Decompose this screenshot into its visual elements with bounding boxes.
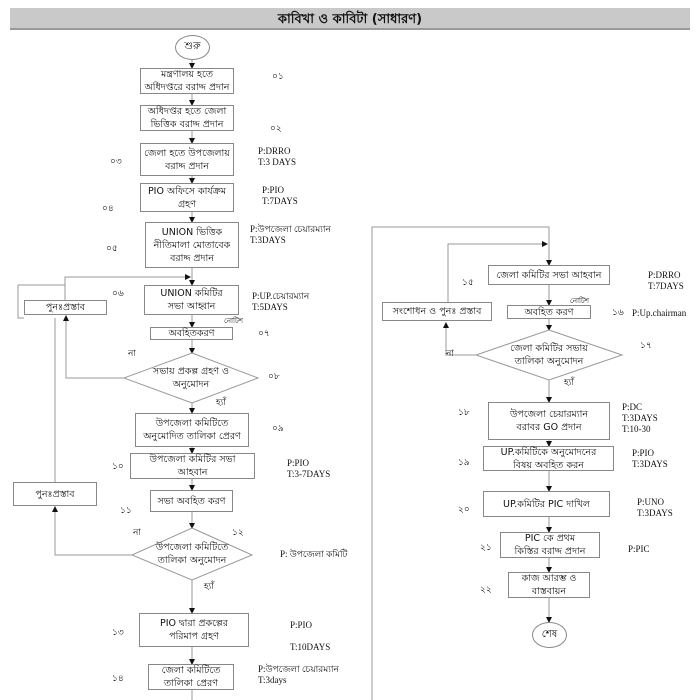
no-label: না bbox=[446, 349, 454, 359]
step-number: ০৮ bbox=[268, 372, 280, 382]
step-number: ১০ bbox=[112, 462, 124, 472]
no-label: না bbox=[128, 349, 136, 359]
step-number: ১৮ bbox=[458, 408, 470, 418]
step-number: ০৬ bbox=[112, 289, 124, 299]
step-13: PIO দ্বারা প্রকল্পের পরিমাপ গ্রহণ bbox=[139, 613, 249, 647]
yes-label: হ্যাঁ bbox=[564, 378, 574, 388]
reproposal-box-2: পুনঃপ্রস্তাব bbox=[13, 482, 97, 506]
step-10: উপজেলা কমিটির সভা আহবান bbox=[130, 453, 255, 479]
decision-17: জেলা কমিটির সভায় তালিকা অনুমোদন bbox=[510, 343, 588, 367]
step-info: P:DC T:3DAYS T:10-30 bbox=[622, 402, 658, 434]
revise-reproposal-box: সংশোধন ও পুনঃ প্রস্তাব bbox=[382, 302, 492, 321]
step-info: P:DRRO T:7DAYS bbox=[648, 270, 684, 291]
step-20: UP.কমিটির PIC দাখিল bbox=[483, 491, 610, 517]
step-14: জেলা কমিটিতে তালিকা প্রেরণ bbox=[148, 664, 234, 690]
step-number: ২২ bbox=[480, 585, 492, 595]
no-label: না bbox=[133, 528, 141, 538]
step-info: P:উপজেলা চেয়ারম্যান T:3days bbox=[258, 664, 339, 685]
step-21: PIC কে প্রথম কিস্তির বরাদ্দ প্রদান bbox=[500, 532, 600, 558]
step-04: PIO অফিসে কার্যক্রম গ্রহণ bbox=[140, 183, 234, 212]
step-15: জেলা কমিটির সভা আহবান bbox=[488, 265, 610, 285]
step-number: ২০ bbox=[458, 505, 470, 515]
end-node: শেষ bbox=[532, 622, 567, 648]
step-03: জেলা হতে উপজেলায় বরাদ্দ প্রদান bbox=[140, 143, 234, 176]
step-number: ১২ bbox=[232, 528, 244, 538]
page-title: কাবিখা ও কাবিটা (সাধারণ) bbox=[277, 12, 423, 27]
step-number: ১৬ bbox=[612, 308, 624, 318]
step-number: ২১ bbox=[480, 543, 492, 553]
step-number: ১৫ bbox=[462, 278, 474, 288]
step-info: P:UNO T:3DAYS bbox=[637, 497, 673, 518]
step-07: অবহিতকরণ bbox=[150, 327, 233, 340]
step-02: অধিদপ্তর হতে জেলা ভিত্তিক বরাদ্দ প্রদান bbox=[140, 105, 234, 131]
step-info: P:উপজেলা চেয়ারম্যান T:3DAYS bbox=[250, 224, 331, 245]
reproposal-box-1: পুনঃপ্রস্তাব bbox=[24, 300, 107, 315]
step-11: সভা অবহিত করণ bbox=[150, 490, 233, 512]
step-info: P:PIC bbox=[628, 544, 650, 554]
step-number: ০৩ bbox=[110, 157, 122, 167]
step-number: ১৩ bbox=[112, 628, 124, 638]
step-info: P:Up.chairman bbox=[632, 308, 687, 318]
notice-label: নোটিশ bbox=[224, 317, 244, 325]
step-info: P: উপজেলা কমিটি bbox=[280, 549, 348, 559]
step-18: উপজেলা চেয়ারম্যান বরাবর GO প্রদান bbox=[488, 402, 610, 440]
step-06: UNION কমিটির সভা আহ্বান bbox=[144, 285, 239, 315]
step-number: ০৫ bbox=[106, 244, 118, 254]
yes-label: হ্যাঁ bbox=[216, 398, 226, 408]
decision-08: সভায় প্রকল্প গ্রহণ ও অনুমোদন bbox=[152, 366, 230, 390]
step-info: P:PIO T:10DAYS bbox=[290, 620, 331, 652]
step-22: কাজ আরম্ভ ও বাস্তবায়ন bbox=[508, 572, 590, 598]
step-number: ১১ bbox=[120, 506, 132, 516]
step-number: ১৯ bbox=[458, 458, 470, 468]
notice-label: নোটিশ bbox=[570, 297, 590, 305]
step-info: P:UP.চেয়ারম্যান T:5DAYS bbox=[252, 291, 310, 312]
step-number: ০৭ bbox=[258, 329, 270, 339]
start-node: শুরু bbox=[175, 35, 210, 60]
step-number: ০৪ bbox=[102, 204, 114, 214]
step-info: P:DRRO T:3 DAYS bbox=[258, 146, 296, 167]
title-bar: কাবিখা ও কাবিটা (সাধারণ) bbox=[10, 8, 690, 30]
step-number: ০২ bbox=[270, 124, 282, 134]
step-01: মন্ত্রণালয় হতে অধিদপ্তরে বরাদ্দ প্রদান bbox=[140, 68, 234, 94]
step-number: ১৪ bbox=[112, 674, 124, 684]
step-number: ০১ bbox=[272, 72, 284, 82]
step-info: P:PIO T:3DAYS bbox=[632, 448, 668, 469]
step-19: UP.কমিটিকে অনুমোদনের বিষয় অবহিত করন bbox=[483, 446, 614, 471]
step-05: UNION ভিত্তিক নীতিমালা মোতাবেক বরাদ্দ প্… bbox=[145, 222, 239, 268]
decision-12: উপজেলা কমিটিতে তালিকা অনুমোদন bbox=[155, 542, 229, 566]
step-number: ১৭ bbox=[640, 341, 652, 351]
step-09: উপজেলা কমিটিতে অনুমোদিত তালিকা প্রেরণ bbox=[135, 413, 249, 447]
step-info: P:PIO T:7DAYS bbox=[262, 185, 298, 206]
yes-label: হ্যাঁ bbox=[204, 582, 214, 592]
step-info: P:PIO T:3-7DAYS bbox=[287, 458, 331, 479]
step-16: অবহিত করণ bbox=[507, 305, 591, 319]
step-number: ০৯ bbox=[272, 424, 284, 434]
